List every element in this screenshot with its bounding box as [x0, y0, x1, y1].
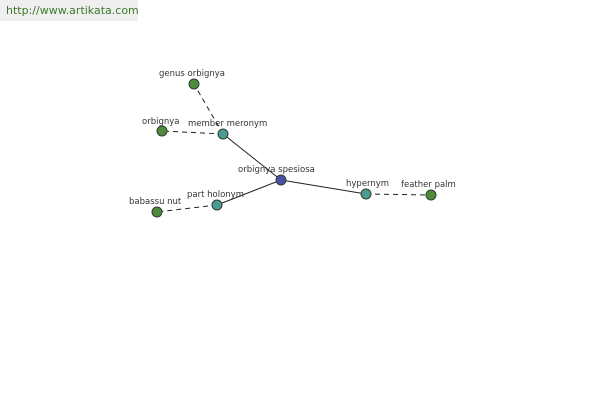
- node-hypernym[interactable]: hypernym: [346, 179, 389, 200]
- node-label-orbignya-spesiosa[interactable]: orbignya spesiosa: [238, 165, 315, 175]
- node-marker-part-holonym[interactable]: [211, 199, 223, 211]
- node-label-feather-palm[interactable]: feather palm: [401, 180, 456, 190]
- node-marker-feather-palm[interactable]: [425, 189, 437, 201]
- edge-orbignya-spesiosa-member-meronym: [222, 133, 282, 181]
- node-marker-babassu-nut[interactable]: [151, 206, 163, 218]
- edge-hypernym-feather-palm: [365, 193, 432, 196]
- edge-orbignya-spesiosa-part-holonym: [216, 179, 282, 206]
- edge-orbignya-spesiosa-hypernym: [280, 179, 367, 195]
- node-marker-hypernym[interactable]: [360, 188, 372, 200]
- node-label-hypernym[interactable]: hypernym: [346, 179, 389, 189]
- node-label-genus-orbignya[interactable]: genus orbignya: [159, 69, 225, 79]
- site-url-label: http://www.artikata.com: [0, 0, 139, 21]
- node-part-holonym[interactable]: part holonym: [187, 190, 244, 211]
- node-orbignya-spesiosa[interactable]: orbignya spesiosa: [238, 165, 315, 186]
- node-label-part-holonym[interactable]: part holonym: [187, 190, 244, 200]
- node-babassu-nut[interactable]: babassu nut: [129, 197, 182, 218]
- edge-member-meronym-orbignya: [161, 130, 224, 135]
- node-feather-palm[interactable]: feather palm: [401, 180, 456, 201]
- node-label-member-meronym[interactable]: member meronym: [188, 119, 267, 129]
- node-label-orbignya[interactable]: orbignya: [142, 117, 179, 127]
- edge-part-holonym-babassu-nut: [156, 204, 218, 213]
- node-member-meronym[interactable]: member meronym: [188, 119, 267, 140]
- nodes-layer: orbignya spesiosa member meronym part holo…: [129, 69, 456, 218]
- node-marker-orbignya-spesiosa[interactable]: [275, 174, 287, 186]
- edge-member-meronym-genus-orbignya: [193, 83, 224, 135]
- node-marker-member-meronym[interactable]: [217, 128, 229, 140]
- node-marker-genus-orbignya[interactable]: [188, 78, 200, 90]
- node-genus-orbignya[interactable]: genus orbignya: [159, 69, 225, 90]
- node-orbignya[interactable]: orbignya: [142, 117, 179, 137]
- node-marker-orbignya[interactable]: [156, 125, 168, 137]
- node-label-babassu-nut[interactable]: babassu nut: [129, 197, 182, 207]
- edges-layer: [156, 83, 432, 213]
